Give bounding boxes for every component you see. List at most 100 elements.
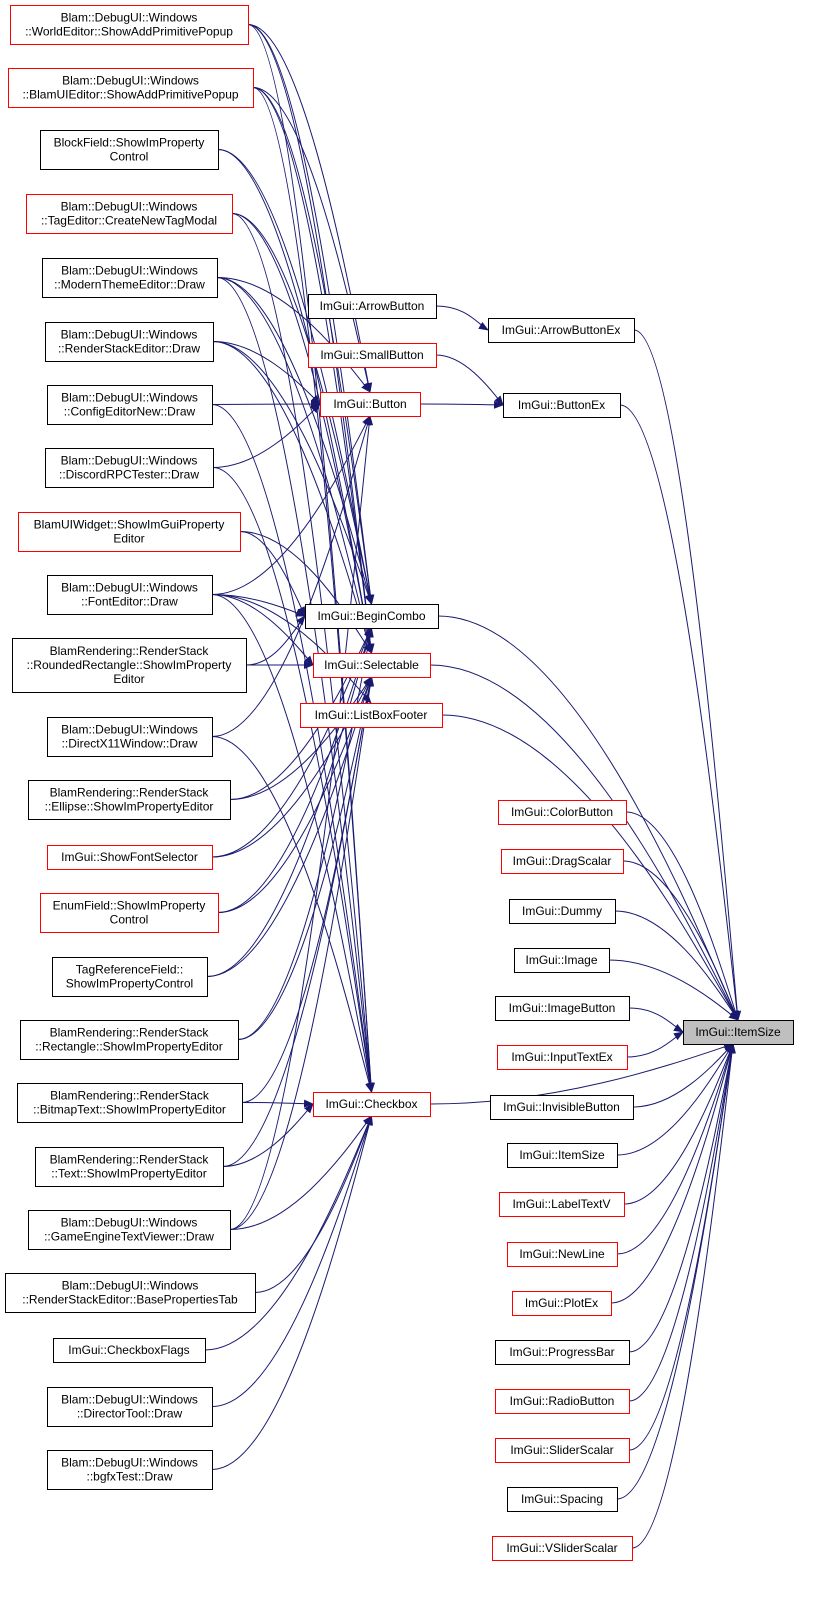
node-smallbutton[interactable]: ImGui::SmallButton [308,343,437,368]
node-box[interactable] [498,800,627,825]
node-box[interactable] [499,1192,625,1217]
node-box[interactable] [20,1020,239,1060]
node-box[interactable] [53,1338,206,1363]
node-box[interactable] [495,1438,630,1463]
node-box[interactable] [8,68,254,108]
node-box[interactable] [308,294,437,319]
node-box[interactable] [320,392,421,417]
node-blamuieditor_addprim[interactable]: Blam::DebugUI::Windows::BlamUIEditor::Sh… [8,68,254,108]
node-spacing[interactable]: ImGui::Spacing [507,1487,618,1512]
node-box[interactable] [512,1291,612,1316]
node-gameenginetextviewer_draw[interactable]: Blam::DebugUI::Windows::GameEngineTextVi… [28,1210,231,1250]
node-tagreferencefield_showim[interactable]: TagReferenceField::ShowImPropertyControl [52,957,208,997]
node-discordrpctester_draw[interactable]: Blam::DebugUI::Windows::DiscordRPCTester… [45,448,214,488]
node-box[interactable] [507,1487,618,1512]
node-selectable[interactable]: ImGui::Selectable [313,653,431,678]
node-directx11window_draw[interactable]: Blam::DebugUI::Windows::DirectX11Window:… [47,717,213,757]
node-dragscalar[interactable]: ImGui::DragScalar [501,849,624,874]
node-fonteditor_draw[interactable]: Blam::DebugUI::Windows::FontEditor::Draw [47,575,213,615]
node-checkbox[interactable]: ImGui::Checkbox [313,1092,431,1117]
node-imagebutton[interactable]: ImGui::ImageButton [495,996,630,1021]
node-rectangle_showim[interactable]: BlamRendering::RenderStack::Rectangle::S… [20,1020,239,1060]
node-button[interactable]: ImGui::Button [320,392,421,417]
node-box[interactable] [495,1389,630,1414]
node-box[interactable] [495,996,630,1021]
node-radiobutton[interactable]: ImGui::RadioButton [495,1389,630,1414]
node-box[interactable] [42,258,218,298]
node-box[interactable] [10,5,249,45]
node-box[interactable] [313,653,431,678]
node-dummy[interactable]: ImGui::Dummy [509,899,616,924]
node-box[interactable] [26,194,233,234]
node-box[interactable] [45,448,214,488]
node-box[interactable] [501,849,624,874]
node-bitmaptext_showim[interactable]: BlamRendering::RenderStack::BitmapText::… [17,1083,243,1123]
node-box[interactable] [18,512,241,552]
node-box[interactable] [495,1340,630,1365]
node-itemsize_overload[interactable]: ImGui::ItemSize [507,1143,618,1168]
node-modernthemeeditor_draw[interactable]: Blam::DebugUI::Windows::ModernThemeEdito… [42,258,218,298]
node-box[interactable] [313,1092,431,1117]
node-directortool_draw[interactable]: Blam::DebugUI::Windows::DirectorTool::Dr… [47,1387,213,1427]
node-renderstackeditor_draw[interactable]: Blam::DebugUI::Windows::RenderStackEdito… [45,322,214,362]
node-progressbar[interactable]: ImGui::ProgressBar [495,1340,630,1365]
node-tageditor_createnew[interactable]: Blam::DebugUI::Windows::TagEditor::Creat… [26,194,233,234]
node-vsliderscalar[interactable]: ImGui::VSliderScalar [492,1536,633,1561]
node-newline[interactable]: ImGui::NewLine [507,1242,618,1267]
node-box[interactable] [28,1210,231,1250]
node-box[interactable] [507,1242,618,1267]
node-box[interactable] [509,899,616,924]
node-worldeditor_addprim[interactable]: Blam::DebugUI::Windows::WorldEditor::Sho… [10,5,249,45]
node-itemsize_target[interactable]: ImGui::ItemSize [683,1020,794,1045]
node-box[interactable] [488,318,635,343]
node-box[interactable] [507,1143,618,1168]
node-box[interactable] [47,845,213,870]
node-arrowbutton[interactable]: ImGui::ArrowButton [308,294,437,319]
node-box[interactable] [497,1045,628,1070]
node-box[interactable] [308,343,437,368]
node-box[interactable] [492,1536,633,1561]
node-box[interactable] [17,1083,243,1123]
node-box[interactable] [40,130,219,170]
node-box[interactable] [47,1450,213,1490]
node-blockfield_showim[interactable]: BlockField::ShowImPropertyControl [40,130,219,170]
node-box[interactable] [45,322,214,362]
node-buttonex[interactable]: ImGui::ButtonEx [503,393,621,418]
node-box[interactable] [503,393,621,418]
node-image[interactable]: ImGui::Image [514,948,610,973]
node-configeditornew_draw[interactable]: Blam::DebugUI::Windows::ConfigEditorNew:… [47,385,213,425]
node-bgfxtest_draw[interactable]: Blam::DebugUI::Windows::bgfxTest::Draw [47,1450,213,1490]
node-box[interactable] [47,717,213,757]
node-box[interactable] [5,1273,256,1313]
node-box[interactable] [52,957,208,997]
node-box[interactable] [514,948,610,973]
node-invisiblebutton[interactable]: ImGui::InvisibleButton [490,1095,634,1120]
node-inputtextex[interactable]: ImGui::InputTextEx [497,1045,628,1070]
node-arrowbuttonex[interactable]: ImGui::ArrowButtonEx [488,318,635,343]
node-box[interactable] [47,385,213,425]
node-box[interactable] [28,780,231,820]
node-ellipse_showim[interactable]: BlamRendering::RenderStack::Ellipse::Sho… [28,780,231,820]
node-colorbutton[interactable]: ImGui::ColorButton [498,800,627,825]
node-showfontselector[interactable]: ImGui::ShowFontSelector [47,845,213,870]
node-plotex[interactable]: ImGui::PlotEx [512,1291,612,1316]
node-box[interactable] [40,893,219,933]
node-renderstackeditor_baseprops[interactable]: Blam::DebugUI::Windows::RenderStackEdito… [5,1273,256,1313]
node-enumfield_showim[interactable]: EnumField::ShowImPropertyControl [40,893,219,933]
node-sliderscalar[interactable]: ImGui::SliderScalar [495,1438,630,1463]
node-box[interactable] [490,1095,634,1120]
node-box[interactable] [47,1387,213,1427]
node-labeltextv[interactable]: ImGui::LabelTextV [499,1192,625,1217]
node-box[interactable] [12,638,247,693]
node-roundedrect_showim[interactable]: BlamRendering::RenderStack::RoundedRecta… [12,638,247,693]
node-box[interactable] [683,1020,794,1045]
node-box[interactable] [35,1147,224,1187]
node-checkboxflags[interactable]: ImGui::CheckboxFlags [53,1338,206,1363]
node-begincombo[interactable]: ImGui::BeginCombo [305,604,439,629]
node-text_showim[interactable]: BlamRendering::RenderStack::Text::ShowIm… [35,1147,224,1187]
node-box[interactable] [47,575,213,615]
node-box[interactable] [305,604,439,629]
node-listboxfooter[interactable]: ImGui::ListBoxFooter [300,703,443,728]
node-box[interactable] [300,703,443,728]
